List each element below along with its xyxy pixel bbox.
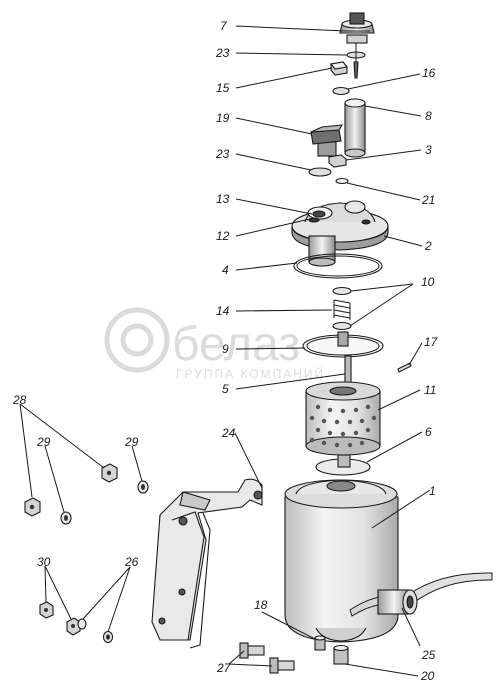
part-17-pin — [397, 362, 412, 373]
callout-24: 24 — [221, 426, 236, 440]
part-10-washer-lower — [332, 321, 352, 331]
callout-4: 4 — [222, 263, 229, 277]
part-29-washer-b — [137, 480, 149, 494]
callout-11: 11 — [424, 383, 436, 397]
part-21-ring — [335, 177, 349, 185]
part-2-cover — [291, 200, 389, 267]
part-24-bracket — [151, 478, 263, 649]
part-28-nut-a — [24, 497, 41, 517]
part-15-nut — [329, 61, 349, 76]
part-27-bolt-b — [269, 657, 295, 674]
part-30-26-stack — [66, 617, 87, 636]
callout-7: 7 — [220, 19, 228, 33]
part-19-plug — [310, 124, 344, 157]
callout-27: 27 — [216, 661, 232, 675]
callout-8: 8 — [425, 109, 432, 123]
callout-23: 23 — [215, 147, 230, 161]
part-20-plug — [333, 644, 349, 665]
callout-13: 13 — [216, 192, 230, 206]
callout-9: 9 — [222, 342, 229, 356]
part-pin — [353, 61, 359, 79]
callout-29-a: 29 — [36, 435, 51, 449]
callout-2: 2 — [424, 239, 432, 253]
part-16-ring — [332, 86, 350, 96]
callout-19: 19 — [216, 111, 230, 125]
part-1-housing — [284, 479, 399, 643]
part-28-nut-b — [101, 463, 118, 483]
callout-18: 18 — [254, 598, 268, 612]
part-8-tube — [344, 98, 366, 158]
callout-12: 12 — [216, 229, 230, 243]
callout-1: 1 — [429, 484, 436, 498]
callout-29-b: 29 — [124, 435, 139, 449]
leader-lines — [19, 25, 431, 677]
part-7-valve-cap — [339, 12, 375, 44]
callout-15: 15 — [216, 81, 230, 95]
callouts: 7 23 15 16 8 19 3 23 21 13 12 2 4 10 14 … — [12, 19, 439, 683]
callout-30: 30 — [37, 555, 51, 569]
part-9-ring — [302, 331, 384, 358]
callout-5: 5 — [222, 382, 229, 396]
callout-26: 26 — [124, 555, 139, 569]
callout-6: 6 — [425, 425, 432, 439]
callout-17: 17 — [424, 335, 439, 349]
callout-16: 16 — [422, 66, 436, 80]
callout-3: 3 — [425, 143, 432, 157]
watermark: белаз ГРУППА КОМПАНИЙ — [104, 307, 325, 381]
watermark-main: белаз — [172, 318, 300, 371]
part-14-spring — [333, 299, 351, 320]
callout-23-top: 23 — [215, 46, 230, 60]
part-6-gasket — [315, 454, 371, 476]
part-18-fitting — [314, 635, 326, 651]
callout-14: 14 — [216, 304, 230, 318]
callout-25: 25 — [421, 648, 436, 662]
callout-28: 28 — [12, 393, 27, 407]
part-25-pipe — [349, 572, 493, 617]
callout-20: 20 — [420, 669, 435, 683]
part-4-o-ring — [293, 253, 383, 279]
part-3-nut — [328, 154, 347, 168]
callout-10: 10 — [421, 275, 435, 289]
part-30-nut — [39, 601, 54, 619]
part-29-washer-a — [60, 511, 72, 525]
part-27-bolt-a — [239, 642, 265, 659]
part-23-washer — [308, 167, 332, 177]
part-11-filter-element — [305, 381, 381, 456]
callout-21: 21 — [421, 193, 435, 207]
part-26-washer — [102, 630, 114, 644]
watermark-sub: ГРУППА КОМПАНИЙ — [176, 366, 325, 381]
part-10-washer-upper — [332, 286, 352, 296]
